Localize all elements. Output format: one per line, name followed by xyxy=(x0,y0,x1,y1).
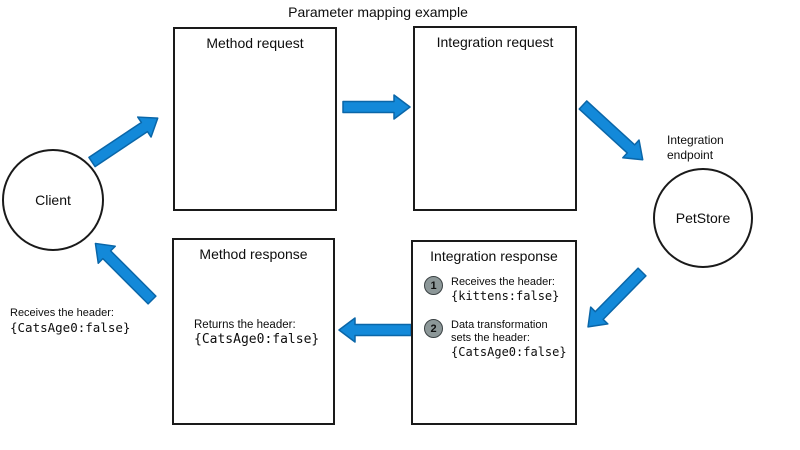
step-2-line2: sets the header: xyxy=(451,332,530,344)
integration-endpoint-caption-line1: Integration xyxy=(667,133,724,147)
arrow-client-to-method-request xyxy=(88,116,159,168)
diagram-title: Parameter mapping example xyxy=(288,4,468,20)
client-note-code: {CatsAge0:false} xyxy=(10,320,131,335)
step-2-code: {CatsAge0:false} xyxy=(451,345,567,359)
method-response-body: Returns the header: {CatsAge0:false} xyxy=(194,318,319,347)
method-response-title: Method response xyxy=(199,246,308,262)
step-2-badge: 2 xyxy=(424,319,443,338)
integration-endpoint-caption: Integration endpoint xyxy=(667,133,724,163)
step-1-badge: 1 xyxy=(424,276,443,295)
integration-response-box: Integration response 1 Receives the head… xyxy=(411,240,577,425)
integration-request-title: Integration request xyxy=(436,34,554,50)
arrow-integration-response-to-method-response xyxy=(338,317,412,343)
step-2-text: Data transformation sets the header: {Ca… xyxy=(451,319,567,360)
client-receives-note: Receives the header: {CatsAge0:false} xyxy=(10,306,130,336)
integration-response-step-2: 2 Data transformation sets the header: {… xyxy=(424,319,567,360)
method-response-body-code: {CatsAge0:false} xyxy=(194,332,320,347)
arrow-petstore-to-integration-response xyxy=(587,267,647,328)
petstore-node: PetStore xyxy=(653,168,753,268)
method-response-body-text: Returns the header: xyxy=(194,319,296,331)
method-response-box: Method response Returns the header: {Cat… xyxy=(172,238,335,425)
method-request-title: Method request xyxy=(206,35,304,51)
method-request-box: Method request xyxy=(173,27,337,211)
arrow-method-request-to-integration-request xyxy=(342,94,411,120)
integration-response-step-1: 1 Receives the header: {kittens:false} xyxy=(424,276,559,304)
step-1-code: {kittens:false} xyxy=(451,289,560,303)
client-note-text: Receives the header: xyxy=(10,307,114,319)
integration-endpoint-caption-line2: endpoint xyxy=(667,148,714,162)
step-2-line1: Data transformation xyxy=(451,319,548,331)
arrow-integration-request-to-petstore xyxy=(578,100,644,161)
petstore-label: PetStore xyxy=(675,210,731,226)
step-1-line1: Receives the header: xyxy=(451,276,555,288)
client-node: Client xyxy=(2,149,104,251)
integration-response-title: Integration response xyxy=(430,248,558,264)
client-label: Client xyxy=(35,192,71,208)
integration-request-box: Integration request xyxy=(413,26,577,211)
step-1-text: Receives the header: {kittens:false} xyxy=(451,276,559,304)
arrow-method-response-to-client xyxy=(94,242,157,305)
